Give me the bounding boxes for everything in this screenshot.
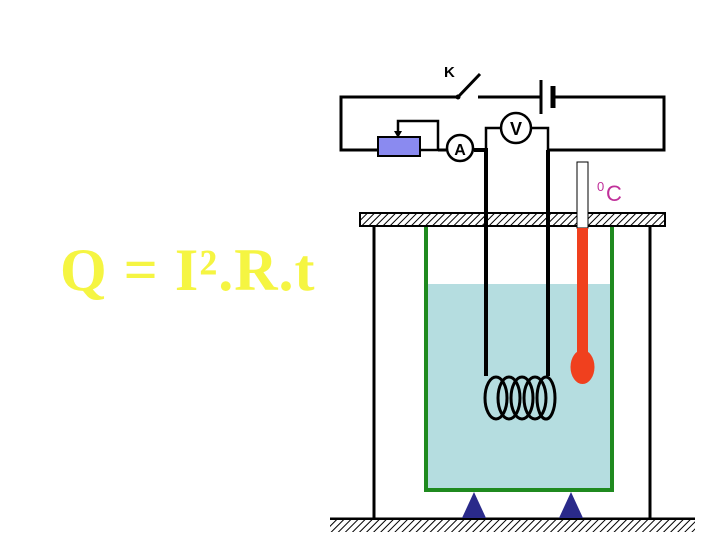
heater-coil xyxy=(483,375,557,421)
inner-container xyxy=(424,226,614,492)
wire-left-loop xyxy=(339,95,458,152)
voltmeter-label: V xyxy=(510,119,522,139)
ammeter xyxy=(445,133,475,163)
joule-law-formula: Q = I².R.t xyxy=(60,237,316,303)
switch-pivot xyxy=(455,94,461,100)
thermometer-unit-super: 0 xyxy=(597,179,604,194)
rheostat[interactable] xyxy=(377,136,421,157)
thermometer-bulb xyxy=(570,350,595,384)
voltmeter xyxy=(499,111,533,145)
rheostat-slider-arrow xyxy=(394,131,402,138)
lid xyxy=(359,212,666,227)
wire-voltmeter-left xyxy=(484,126,501,150)
wire-battery-to-right xyxy=(548,95,666,152)
support-right xyxy=(559,492,583,518)
ground-hatch xyxy=(330,520,695,532)
wire-voltmeter-right xyxy=(531,126,550,150)
thermometer-tube xyxy=(576,161,589,229)
switch-lever[interactable] xyxy=(456,72,482,99)
thermometer-unit: C xyxy=(606,181,622,206)
ammeter-label: A xyxy=(454,142,466,159)
thermometer-column xyxy=(577,228,588,358)
wire-rheostat-to-ammeter xyxy=(396,119,440,152)
switch-label: K xyxy=(444,64,455,81)
support-left xyxy=(462,492,486,518)
